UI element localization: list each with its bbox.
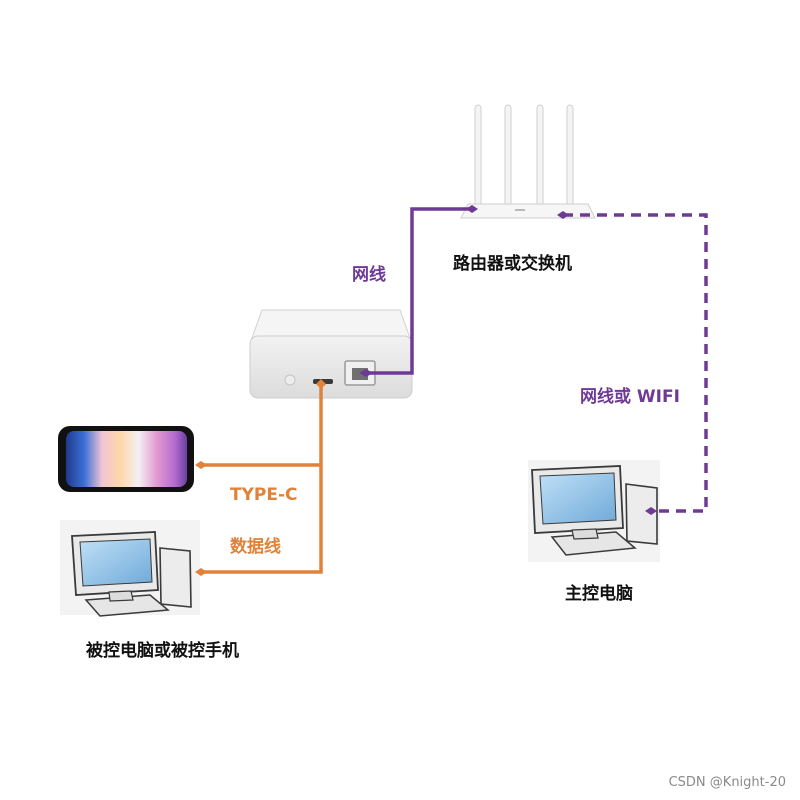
ethernet-cable-line: [364, 207, 473, 375]
usb-arrow-box: [316, 379, 326, 389]
router-label: 路由器或交换机: [453, 254, 572, 274]
master-pc: [528, 460, 660, 562]
ethernet-arrow-box: [359, 369, 373, 377]
usb-cable-line: [202, 383, 323, 574]
wifi-arrow-pc: [645, 507, 657, 515]
cable-or-wifi-label: 网线或 WIFI: [580, 387, 680, 407]
wifi-arrow-router: [557, 211, 569, 219]
ethernet-arrow-router: [466, 205, 478, 213]
type-c-label: TYPE-C: [230, 485, 298, 505]
kvm-box-device: [249, 309, 413, 399]
master-pc-label: 主控电脑: [565, 584, 633, 604]
wifi-dashed-line: [563, 213, 708, 513]
cable-top-label: 网线: [352, 265, 386, 285]
data-cable-label: 数据线: [230, 537, 281, 557]
controlled-pc: [60, 520, 200, 617]
router: [460, 104, 596, 219]
usb-arrow-phone: [195, 461, 207, 469]
controlled-device-label: 被控电脑或被控手机: [86, 641, 239, 661]
usb-arrow-pc: [195, 568, 207, 576]
phone: [58, 426, 194, 492]
watermark-text: CSDN @Knight-20: [668, 775, 786, 790]
